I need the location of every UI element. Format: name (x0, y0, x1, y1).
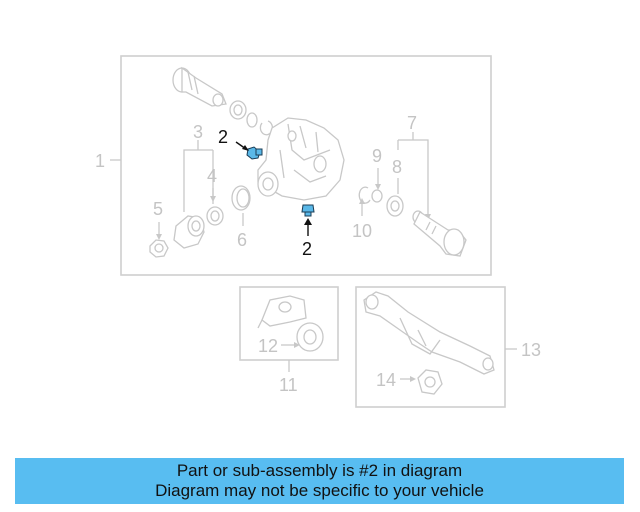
banner-line-2: Diagram may not be specific to your vehi… (155, 481, 484, 500)
axle-shaft-left (172, 66, 227, 107)
differential-housing (257, 117, 345, 201)
arrow-2-bottom (304, 218, 312, 225)
callout-14: 14 (376, 370, 397, 390)
bushing-14 (417, 369, 443, 395)
callout-2-top: 2 (218, 127, 229, 147)
seal-rings-left (229, 100, 274, 136)
callout-1: 1 (95, 151, 106, 171)
arrow-2-top (242, 145, 249, 151)
bracket-3 (183, 140, 213, 212)
callout-11: 11 (279, 375, 298, 395)
info-banner: Part or sub-assembly is #2 in diagram Di… (15, 458, 624, 504)
bolt-part-2-bottom (301, 204, 315, 217)
axle-shaft-right (412, 210, 467, 257)
arrow-14-head (410, 376, 416, 382)
snap-ring-10 (358, 186, 371, 204)
pinion-flange (173, 215, 205, 249)
bushing-12 (296, 322, 324, 352)
main-assembly-frame (120, 55, 492, 276)
pinion-nut-5 (149, 239, 169, 258)
callout-7: 7 (407, 113, 418, 133)
seal-ring-8 (386, 195, 404, 217)
arrow-5-head (156, 234, 162, 240)
ring-9 (371, 189, 383, 203)
seal-ring-4 (206, 206, 224, 226)
crossmember (363, 291, 495, 375)
arrow-9-head (375, 184, 381, 190)
callout-9: 9 (372, 146, 383, 166)
callout-3: 3 (193, 122, 204, 142)
bracket-7 (397, 132, 429, 216)
bolt-part-2-top (246, 146, 263, 160)
callout-12: 12 (258, 336, 279, 356)
seal-6 (231, 185, 251, 211)
callout-5: 5 (153, 199, 164, 219)
crossmember-frame (355, 286, 506, 408)
callout-4: 4 (207, 166, 218, 186)
callout-2-bottom: 2 (302, 239, 313, 259)
callout-13: 13 (521, 340, 542, 360)
mount-bracket (257, 295, 307, 329)
callout-10: 10 (352, 221, 373, 241)
banner-line-1: Part or sub-assembly is #2 in diagram (176, 461, 463, 480)
arrow-10-head (359, 198, 365, 204)
arrow-12-head (294, 342, 300, 348)
callout-6: 6 (237, 230, 248, 250)
callout-8: 8 (392, 157, 403, 177)
